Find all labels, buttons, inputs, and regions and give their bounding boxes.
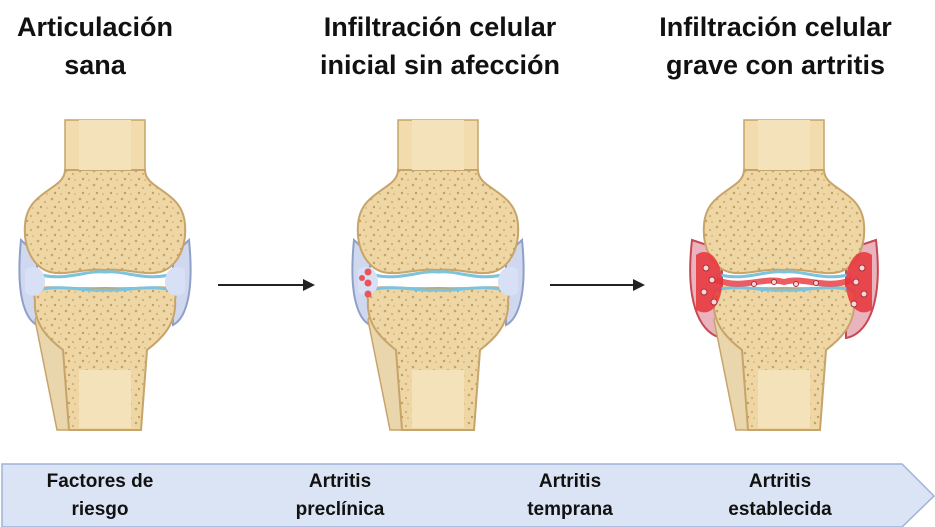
stage-label-risk-factors: Factores de riesgo xyxy=(20,468,180,524)
stage-line: temprana xyxy=(490,496,650,524)
stage-line: preclínica xyxy=(260,496,420,524)
stage-line: Factores de xyxy=(20,468,180,496)
stage-line: riesgo xyxy=(20,496,180,524)
severe-arthritis-knee-joint xyxy=(690,120,878,430)
stage-line: establecida xyxy=(700,496,860,524)
stage-line: Artritis xyxy=(700,468,860,496)
healthy-knee-joint xyxy=(19,120,190,430)
stage-label-preclinical: Artritis preclínica xyxy=(260,468,420,524)
progression-arrow-1 xyxy=(218,279,315,291)
initial-infiltration-knee-joint xyxy=(352,120,523,430)
stage-line: Artritis xyxy=(260,468,420,496)
progression-arrow-2 xyxy=(550,279,645,291)
stage-line: Artritis xyxy=(490,468,650,496)
stage-label-established: Artritis establecida xyxy=(700,468,860,524)
stage-label-early: Artritis temprana xyxy=(490,468,650,524)
